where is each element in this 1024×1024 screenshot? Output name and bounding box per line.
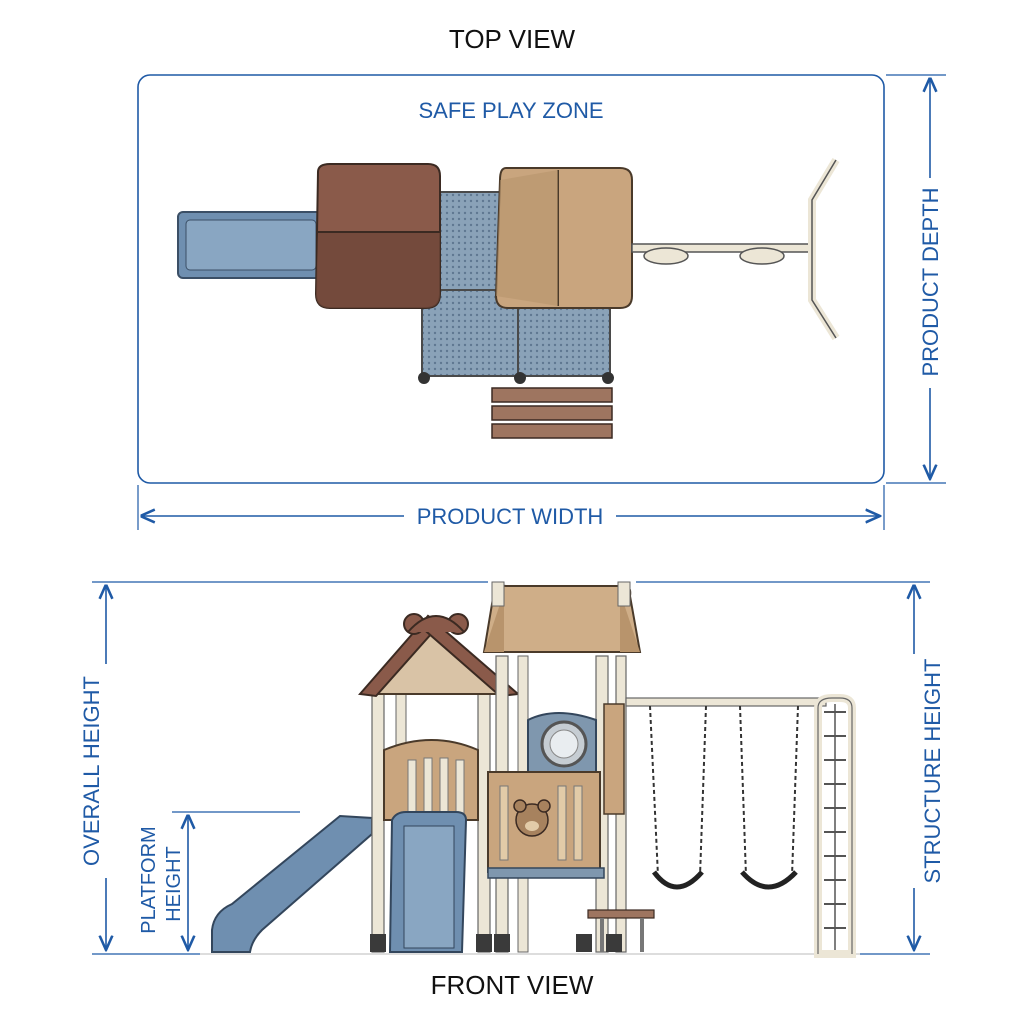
side-panel <box>603 703 625 815</box>
structure-height-label: STRUCTURE HEIGHT <box>920 659 945 884</box>
swing-set <box>625 697 827 890</box>
product-depth-label: PRODUCT DEPTH <box>918 187 943 376</box>
top-view-title: TOP VIEW <box>448 24 576 54</box>
side-slide <box>211 814 373 953</box>
tan-roof-front-view <box>482 581 642 653</box>
climbing-net <box>814 694 856 958</box>
platform-height-label-line1: PLATFORM <box>138 826 160 933</box>
platform-height-label-line2: HEIGHT <box>163 846 185 922</box>
brown-roof-top-view <box>314 163 441 309</box>
overall-height-label: OVERALL HEIGHT <box>79 676 104 866</box>
ladder-steps-top-view <box>491 387 613 439</box>
swing-beam-top-view <box>631 157 840 341</box>
safe-play-zone-boundary <box>137 74 885 484</box>
front-steps <box>587 909 655 952</box>
porthole-panel <box>527 712 597 773</box>
safe-play-zone-label: SAFE PLAY ZONE <box>418 98 603 123</box>
front-view: OVERALL HEIGHT PLATFORM HEIGHT STRUCTURE… <box>79 581 945 958</box>
front-slide <box>388 811 468 953</box>
top-view: SAFE PLAY ZONE <box>137 74 946 530</box>
bear-rail-panel <box>487 771 601 873</box>
product-width-label: PRODUCT WIDTH <box>417 504 604 529</box>
post-feet <box>370 934 622 952</box>
front-view-title: FRONT VIEW <box>430 970 594 1000</box>
slide-top-view <box>177 211 325 279</box>
left-tower-panel <box>383 739 479 821</box>
brown-roof-front-view <box>358 613 521 698</box>
tan-roof-top-view <box>494 167 633 309</box>
